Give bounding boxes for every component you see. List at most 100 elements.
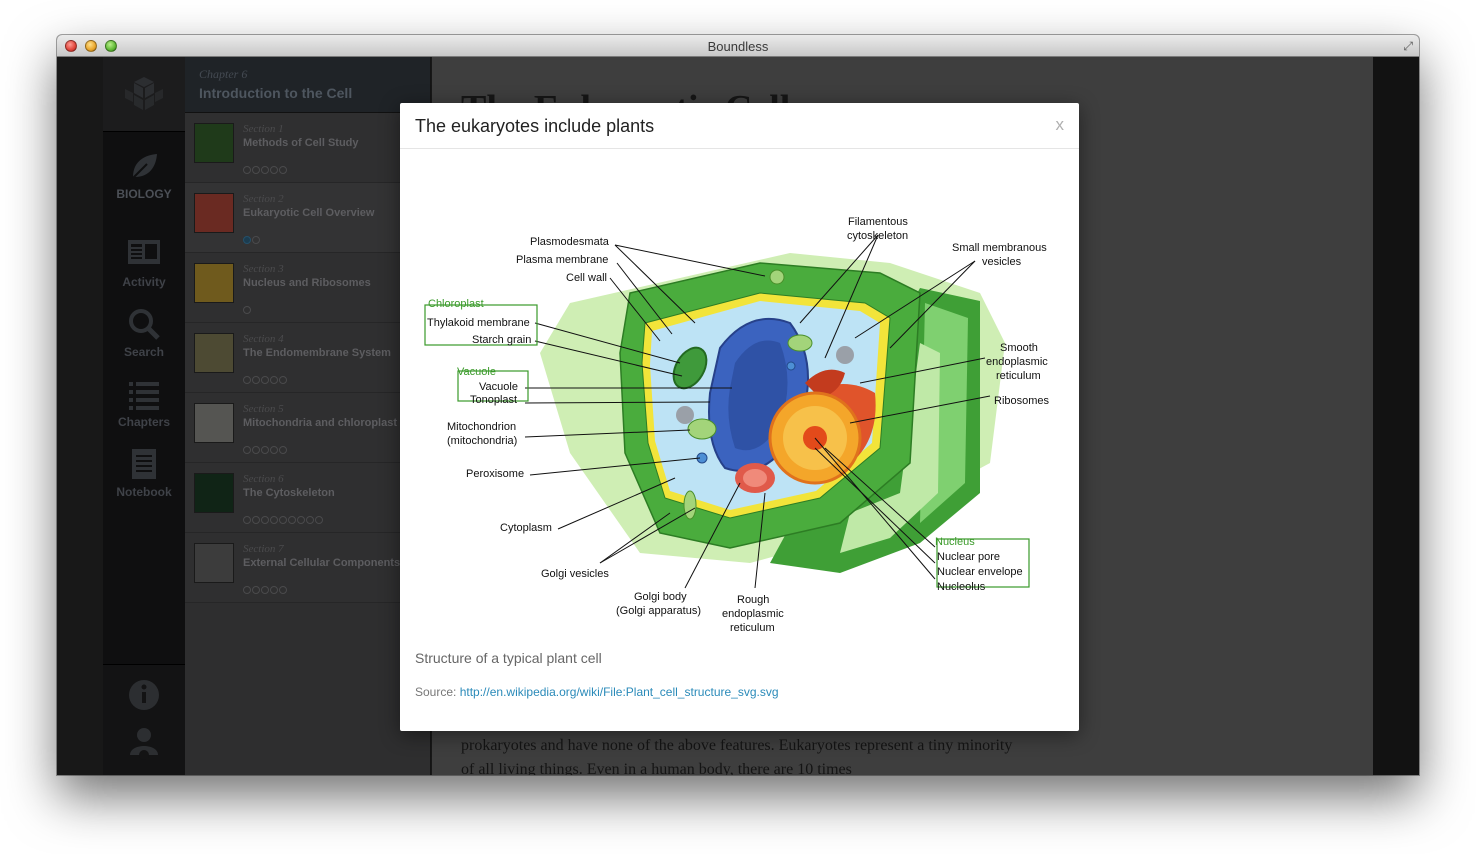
label-nuclear-envelope: Nuclear envelope (937, 566, 1023, 578)
section-title: Mitochondria and chloroplast (243, 417, 398, 429)
section-number: Section 4 (243, 333, 284, 345)
progress-dots (243, 306, 251, 314)
progress-dot (252, 376, 260, 384)
section-item[interactable]: Section 5 Mitochondria and chloroplast (185, 393, 430, 463)
figure-caption: Structure of a typical plant cell (415, 650, 602, 666)
progress-dots (243, 586, 287, 594)
label-nucleolus: Nucleolus (937, 581, 986, 593)
section-item[interactable]: Section 3 Nucleus and Ribosomes (185, 253, 430, 323)
progress-dot (243, 376, 251, 384)
label-tonoplast: Tonoplast (470, 394, 517, 406)
chapter-title: Introduction to the Cell (199, 85, 353, 101)
progress-dots (243, 376, 287, 384)
label-ribosomes: Ribosomes (994, 395, 1050, 407)
section-number: Section 1 (243, 123, 284, 135)
section-number: Section 3 (243, 263, 284, 275)
progress-dot (288, 516, 296, 524)
progress-dot (261, 446, 269, 454)
progress-dots (243, 166, 287, 174)
progress-dot (270, 586, 278, 594)
plant-cell-diagram: Plasmodesmata Plasma membrane Cell wall … (424, 216, 1050, 633)
zoom-window-button[interactable] (105, 40, 117, 52)
section-item[interactable]: Section 7 External Cellular Components (185, 533, 430, 603)
profile-icon (137, 728, 151, 742)
notebook-icon (103, 447, 185, 481)
chapter-sidebar: Chapter 6 Introduction to the Cell Secti… (185, 57, 431, 775)
label-cell-wall: Cell wall (566, 272, 607, 284)
label-golgi-body: Golgi body (634, 591, 687, 603)
label-thylakoid: Thylakoid membrane (427, 317, 530, 329)
label-nucleus: Nucleus (935, 536, 975, 548)
minimize-window-button[interactable] (85, 40, 97, 52)
leaf-icon (103, 149, 185, 183)
section-thumbnail (194, 333, 234, 373)
section-title: Methods of Cell Study (243, 137, 359, 149)
label-smooth-er-2: endoplasmic (986, 356, 1048, 368)
progress-dot (297, 516, 305, 524)
section-title: Nucleus and Ribosomes (243, 277, 371, 289)
icon-bar: BIOLOGY Activity Search Chapters (103, 57, 185, 775)
progress-dot (252, 446, 260, 454)
label-mitochondria: (mitochondria) (447, 435, 517, 447)
nav-notebook[interactable]: Notebook (103, 447, 185, 499)
progress-dot (243, 306, 251, 314)
label-rough-er-1: Rough (737, 594, 769, 606)
section-title: External Cellular Components (243, 557, 401, 569)
progress-dot (252, 166, 260, 174)
nav-activity[interactable]: Activity (103, 237, 185, 289)
info-and-profile-icons (129, 680, 159, 760)
section-thumbnail (194, 123, 234, 163)
section-title: The Endomembrane System (243, 347, 391, 359)
section-number: Section 7 (243, 543, 284, 555)
label-starch: Starch grain (472, 334, 531, 346)
label-plasmodesmata: Plasmodesmata (530, 236, 610, 248)
progress-dots (243, 236, 260, 244)
article-body: prokaryotes and have none of the above f… (461, 737, 1013, 775)
title-bar: Boundless ⤢ (57, 35, 1419, 57)
progress-dot (306, 516, 314, 524)
nav-activity-label: Activity (122, 275, 166, 289)
label-peroxisome: Peroxisome (466, 468, 524, 480)
section-number: Section 5 (243, 403, 284, 415)
nav-chapters[interactable]: Chapters (103, 377, 185, 429)
progress-dot (279, 586, 287, 594)
label-nuclear-pore: Nuclear pore (937, 551, 1000, 563)
progress-dot (279, 516, 287, 524)
progress-dot (243, 446, 251, 454)
label-chloroplast: Chloroplast (428, 298, 484, 310)
source-label: Source: (415, 685, 457, 699)
label-rough-er-2: endoplasmic (722, 608, 784, 620)
boundless-logo[interactable] (103, 57, 185, 132)
window-title: Boundless (707, 39, 769, 54)
label-vacuole: Vacuole (479, 381, 518, 393)
nav-biology[interactable]: BIOLOGY (103, 149, 185, 201)
cubes-logo-icon (125, 77, 163, 110)
nav-search[interactable]: Search (103, 307, 185, 359)
label-small-vesicles-1: Small membranous (952, 242, 1047, 254)
section-thumbnail (194, 473, 234, 513)
section-thumbnail (194, 403, 234, 443)
progress-dot (252, 236, 260, 244)
progress-dot (279, 166, 287, 174)
chapter-header[interactable]: Chapter 6 Introduction to the Cell (185, 57, 430, 113)
label-mitochondrion: Mitochondrion (447, 421, 516, 433)
label-smooth-er-3: reticulum (996, 370, 1041, 382)
close-window-button[interactable] (65, 40, 77, 52)
fullscreen-icon[interactable]: ⤢ (1403, 39, 1413, 53)
chapters-icon (103, 377, 185, 411)
section-item[interactable]: Section 1 Methods of Cell Study (185, 113, 430, 183)
modal-close-button[interactable]: x (1055, 115, 1065, 134)
modal-title: The eukaryotes include plants (415, 116, 655, 136)
label-small-vesicles-2: vesicles (982, 256, 1022, 268)
source-link[interactable]: http://en.wikipedia.org/wiki/File:Plant_… (459, 685, 779, 699)
progress-dot (243, 586, 251, 594)
label-golgi-vesicles: Golgi vesicles (541, 568, 609, 580)
label-rough-er-3: reticulum (730, 622, 775, 633)
section-item[interactable]: Section 4 The Endomembrane System (185, 323, 430, 393)
label-golgi-apparatus: (Golgi apparatus) (616, 605, 701, 617)
diagram-labels: Plasmodesmata Plasma membrane Cell wall … (427, 216, 1050, 633)
section-number: Section 2 (243, 193, 284, 205)
